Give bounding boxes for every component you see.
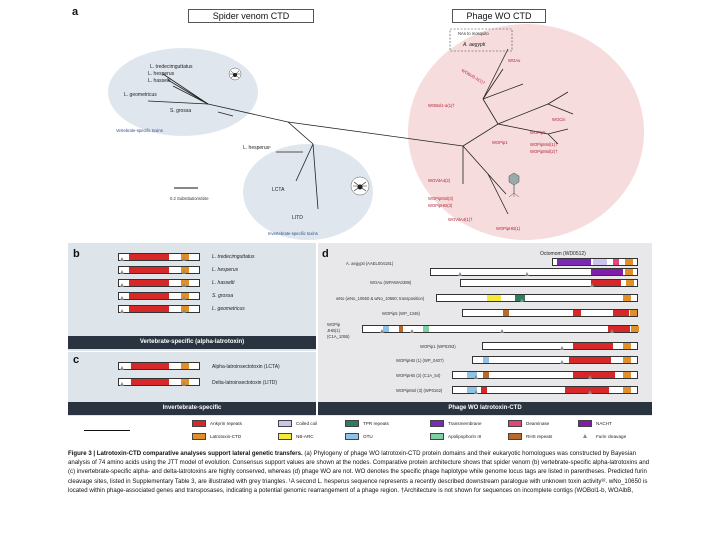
phylogeny-tree <box>108 24 644 240</box>
vertebrate-clade-ellipse <box>108 48 258 136</box>
vertebrate-label: Vertebrate-specific toxins <box>116 128 163 133</box>
furin-triangle-icon <box>583 434 587 438</box>
row-label: WOPip JHB(1) (C1A_1055) <box>327 322 350 339</box>
mosquito-note: NAs to mosquito <box>458 31 489 36</box>
scale-label: 0.2 Substitutions/site <box>170 196 209 201</box>
spider-taxon: S. grossa <box>170 108 192 114</box>
legend-swatch <box>508 420 522 427</box>
invertebrate-clade-ellipse <box>243 144 373 240</box>
legend-swatch <box>578 420 592 427</box>
row-label: Octomom (WD0512) <box>540 251 586 257</box>
legend-swatch <box>508 433 522 440</box>
row-label: Alpha-latroinsectotoxin (LCTA) <box>212 364 280 370</box>
legend-swatch <box>430 420 444 427</box>
legend-label: TPR repeats <box>363 421 389 426</box>
legend-swatch <box>345 420 359 427</box>
panel-b-band: Vertebrate-specific (alpha-latrotoxin) <box>68 336 316 349</box>
phage-taxon: WOPip5 <box>530 130 546 135</box>
spider-icon <box>228 67 242 81</box>
legend-swatch <box>192 433 206 440</box>
phage-taxon: WOPip1 <box>492 140 508 145</box>
phage-taxon: WOPipHB(3) <box>428 203 453 208</box>
phage-taxon: WOAu <box>508 58 521 63</box>
row-label: A. aegypti (AAEL004181) <box>346 261 394 266</box>
legend-label: NB-ARC <box>296 434 314 439</box>
legend-label: Furin cleavage <box>596 434 627 439</box>
legend-label: Deaminase <box>526 421 550 426</box>
row-label: WOPipMol (3) (WP0162) <box>396 388 443 393</box>
lcta-label: LCTA <box>272 187 285 193</box>
panel-a-letter: a <box>72 6 79 18</box>
invertebrate-label: Invertebrate-specific toxins <box>268 231 318 236</box>
legend-label: Transmembrane <box>448 421 482 426</box>
phage-wo-title: Phage WO CTD <box>452 9 546 23</box>
spider-taxon: L. geometricus <box>124 92 157 98</box>
phage-clade-ellipse <box>408 24 644 240</box>
phage-taxon: WOPipMol(1)† <box>530 142 558 147</box>
phage-taxon: WOPipMol(3) <box>428 196 454 201</box>
panel-c-band: Invertebrate-specific <box>68 402 316 415</box>
figure-caption: Figure 3 | Latrotoxin-CTD comparative an… <box>68 449 656 495</box>
aegypti-label: A. aegypti <box>463 42 486 48</box>
rule <box>84 430 130 431</box>
spider-taxon: L. hesperus <box>148 71 175 77</box>
phage-taxon: WOVitA4(2) <box>428 178 451 183</box>
row-label: WOPipHB (2) (C1A_54) <box>396 373 441 378</box>
phage-taxon: WOVitA4(1)† <box>448 217 473 222</box>
row-label: S. grossa <box>212 293 234 299</box>
legend-label: Coiled coil <box>296 421 318 426</box>
panel-d-band: Phage WO latrotoxin-CTD <box>318 402 652 415</box>
phage-taxon: WOPipHB(1) <box>496 226 521 231</box>
phage-taxon: WOPipMol(2)† <box>530 149 558 154</box>
legend-label: OTU <box>363 434 373 439</box>
panel-b-letter: b <box>73 248 80 260</box>
row-label: WOPip1 (WP0293) <box>420 344 456 349</box>
phage-taxon: WOBol1-a(1)† <box>428 103 455 108</box>
row-label: Delta-latroinsectotoxin (LITD) <box>212 380 278 386</box>
spider-taxon: L. tredecimguttatus <box>150 64 193 70</box>
phage-icon <box>508 172 520 198</box>
spider-taxon: L. hasselti <box>148 78 171 84</box>
legend-label: Latrotoxin-CTD <box>210 434 242 439</box>
spider-icon <box>350 176 370 196</box>
row-label: L. geometricus <box>212 306 245 312</box>
row-label: WOPip5 (WP_1346) <box>382 311 420 316</box>
legend-swatch <box>278 433 292 440</box>
row-label: L. tredecimguttatus <box>212 254 255 260</box>
row-label: WOAu (WPAWA0389) <box>370 280 412 285</box>
row-label: WOPipHB (1) (WP_0407) <box>396 358 444 363</box>
spider-venom-title: Spider venom CTD <box>188 9 314 23</box>
panel-c-letter: c <box>73 354 80 366</box>
caption-lead: Figure 3 | Latrotoxin-CTD comparative an… <box>68 450 303 457</box>
row-label: L. hasselti <box>212 280 235 286</box>
caption-body: (a) Phylogeny of phage WO latrotoxin-CTD… <box>68 450 650 494</box>
legend-swatch <box>278 420 292 427</box>
row-label: L. hesperus <box>212 267 239 273</box>
legend-swatch <box>192 420 206 427</box>
ltd-label: LITD <box>292 215 303 221</box>
phage-taxon: WOCin <box>552 117 566 122</box>
legend-swatch <box>430 433 444 440</box>
legend-label: Apolipophorin III <box>448 434 482 439</box>
legend-swatch <box>345 433 359 440</box>
legend-label: NACHT <box>596 421 612 426</box>
legend-label: RHS repeats <box>526 434 553 439</box>
row-label: wNo (wNo_10650 & wNo_10660; transpositio… <box>336 296 425 301</box>
legend-label: Ankyrin repeats <box>210 421 242 426</box>
panel-d-letter: d <box>322 248 329 260</box>
spider-taxon: L. hesperus¹ <box>243 145 271 151</box>
